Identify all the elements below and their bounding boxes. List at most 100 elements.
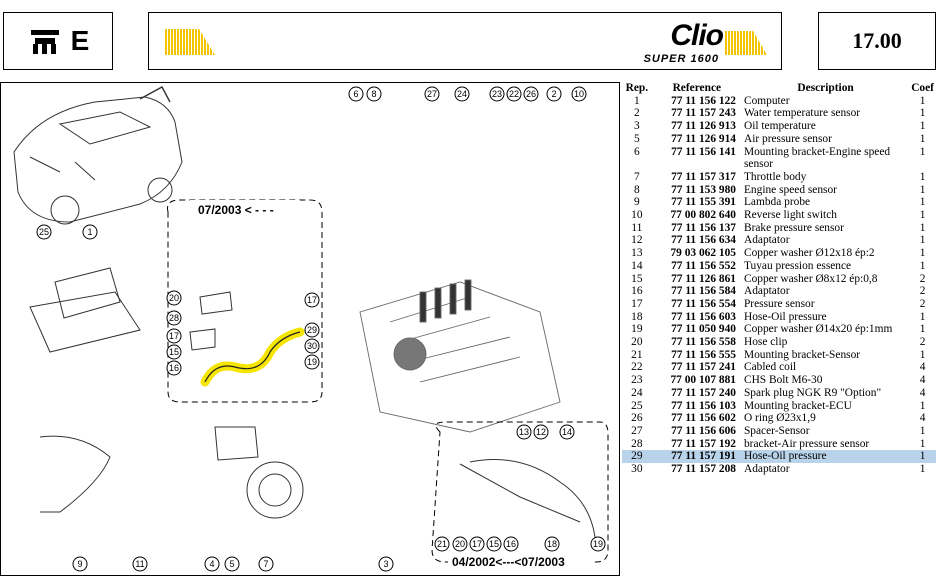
callout: 26 — [523, 86, 539, 102]
cell-desc: Adaptator — [743, 463, 790, 476]
cell-desc: Reverse light switch — [743, 209, 837, 222]
callout: 20 — [166, 290, 182, 306]
cell-rep: 6 — [633, 145, 640, 158]
callout: 22 — [506, 86, 522, 102]
cell-ref: 77 11 156 141 — [671, 145, 736, 158]
cell-coef: 1 — [919, 221, 926, 234]
cell-desc: Throttle body — [743, 170, 807, 183]
header-ref: Reference — [672, 82, 722, 94]
callout-label: 24 — [457, 89, 467, 99]
callout: 24 — [454, 86, 470, 102]
cell-rep: 17 — [631, 297, 643, 310]
cell-coef: 4 — [919, 386, 926, 399]
cell-desc: Air pressure sensor — [743, 132, 832, 145]
callout-label: 25 — [39, 227, 49, 237]
cell-desc: Oil temperature — [743, 120, 816, 133]
cell-ref: 77 11 157 191 — [651, 450, 742, 464]
cell-coef: 1 — [919, 247, 926, 260]
cell-desc: Hose-Oil pressure — [743, 310, 827, 323]
cell-coef: 4 — [919, 374, 926, 387]
cell-ref: 77 11 157 192 — [671, 437, 736, 450]
cell-ref: 77 11 156 634 — [671, 234, 736, 247]
cell-coef: 1 — [919, 323, 926, 336]
callout: 6 — [348, 86, 364, 102]
callout: 12 — [533, 424, 549, 440]
callout-label: 19 — [307, 357, 317, 367]
callout-label: 17 — [169, 331, 179, 341]
cell-coef: 1 — [919, 259, 926, 272]
cell-rep: 30 — [631, 463, 643, 476]
callout-label: 13 — [519, 427, 529, 437]
cell-coef: 1 — [919, 145, 926, 158]
callout-label: 17 — [472, 539, 482, 549]
callout: 17 — [166, 328, 182, 344]
cell-desc: Adaptator — [743, 234, 790, 247]
cell-ref: 77 11 153 980 — [671, 183, 736, 196]
callout: 7 — [258, 556, 274, 572]
cell-ref: 77 11 126 913 — [671, 120, 736, 133]
callout-label: 6 — [353, 89, 358, 99]
cell-coef: 4 — [919, 412, 926, 425]
cell-rep: 19 — [631, 323, 643, 336]
callout: 8 — [366, 86, 382, 102]
exploded-parts-diagram: 07/2003 < - - - 04/2002<---<07/2003 6 8 … — [0, 82, 620, 576]
callout: 11 — [132, 556, 148, 572]
cell-rep: 18 — [631, 310, 643, 323]
cell-desc: Tuyau pression essence — [743, 259, 852, 272]
yellow-stripes-icon — [165, 29, 215, 55]
cell-rep: 28 — [631, 437, 643, 450]
cell-rep: 10 — [631, 209, 643, 222]
cell-ref: 77 11 157 241 — [671, 361, 736, 374]
callout: 13 — [516, 424, 532, 440]
cell-rep: 1 — [633, 94, 640, 107]
callout-label: 11 — [135, 559, 144, 569]
section-logo-box: E — [3, 12, 113, 70]
cell-desc: CHS Bolt M6-30 — [743, 374, 823, 387]
header-coef: Coef — [911, 82, 934, 94]
hose-oil-pressure-line — [204, 331, 301, 383]
callout-label: 27 — [427, 89, 437, 99]
callout: 21 — [434, 536, 450, 552]
callout-label: 5 — [229, 559, 234, 569]
cell-coef: 1 — [919, 399, 926, 412]
callout-numbers: 6 8 27 24 23 22 26 2 10 25 1 20 17 28 17… — [36, 86, 606, 572]
callout: 30 — [304, 338, 320, 354]
cell-rep: 24 — [631, 386, 643, 399]
cell-rep: 8 — [633, 183, 640, 196]
cell-rep: 7 — [633, 170, 640, 183]
cell-ref: 77 11 156 555 — [671, 348, 736, 361]
cell-coef: 1 — [919, 437, 926, 450]
cell-ref: 77 11 157 317 — [671, 170, 736, 183]
callout: 3 — [378, 556, 394, 572]
